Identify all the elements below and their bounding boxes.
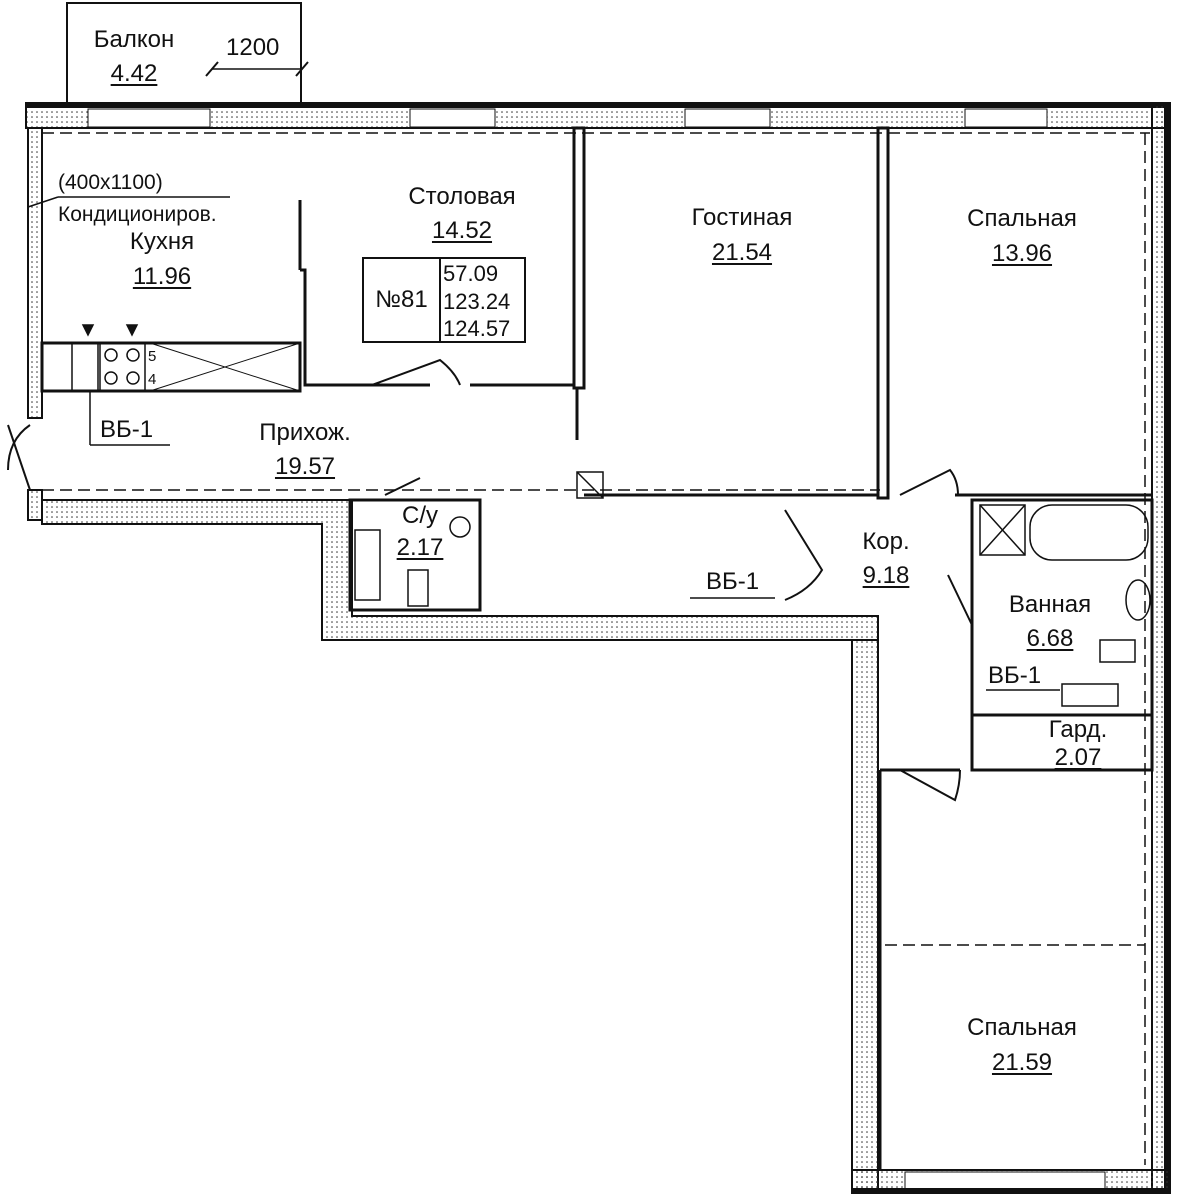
bedroom1-area: 13.96 <box>991 240 1053 267</box>
dashed-boundaries <box>42 132 1150 1165</box>
wardrobe-name: Гард. <box>1048 716 1108 743</box>
hallway-name: Прихож. <box>259 419 351 446</box>
exterior-wall-left <box>27 127 43 521</box>
unit-number: №81 <box>364 259 441 341</box>
unit-gross-area: 124.57 <box>443 316 511 341</box>
ac-label: Кондициониров. <box>58 203 217 226</box>
leader-lines <box>27 196 1060 691</box>
fixtures <box>71 324 1151 707</box>
unit-info-box: №81 57.09 123.24 124.57 <box>362 257 526 343</box>
doors <box>7 358 973 802</box>
party-wall <box>41 499 879 641</box>
balcony-name: Балкон <box>93 26 175 53</box>
wc-area: 2.17 <box>396 534 444 561</box>
dining-name: Столовая <box>408 183 516 210</box>
exterior-wall-lower <box>851 639 1171 1194</box>
vb-label-bathroom: ВБ-1 <box>988 662 1042 689</box>
stove-label-4: 4 <box>148 371 157 388</box>
vb-label-corridor: ВБ-1 <box>706 568 760 595</box>
bathroom-name: Ванная <box>1008 591 1092 618</box>
exterior-wall-right <box>1151 102 1171 1194</box>
vb-label-kitchen: ВБ-1 <box>100 416 154 443</box>
bedroom2-area: 21.59 <box>991 1049 1053 1076</box>
ac-size: (400x1100) <box>58 171 163 194</box>
living-area: 21.54 <box>711 239 773 266</box>
wardrobe-area: 2.07 <box>1054 744 1102 771</box>
corridor-area: 9.18 <box>862 562 910 589</box>
balcony-area: 4.42 <box>110 60 158 87</box>
kitchen-name: Кухня <box>129 228 195 255</box>
stove-label-5: 5 <box>148 348 157 365</box>
interior-walls <box>40 126 1154 1170</box>
bathroom-area: 6.68 <box>1026 625 1074 652</box>
corridor-name: Кор. <box>862 528 910 555</box>
bedroom2-name: Спальная <box>967 1014 1077 1041</box>
wc-name: С/у <box>402 502 438 529</box>
hallway-area: 19.57 <box>274 453 336 480</box>
unit-total-area: 123.24 <box>443 289 511 314</box>
balcony-dimension: 1200 <box>226 34 280 61</box>
dining-area: 14.52 <box>431 217 493 244</box>
unit-living-area: 57.09 <box>443 261 499 286</box>
exterior-wall-top <box>25 102 1171 129</box>
kitchen-area: 11.96 <box>132 263 192 290</box>
living-name: Гостиная <box>691 204 793 231</box>
bedroom1-name: Спальная <box>967 205 1077 232</box>
